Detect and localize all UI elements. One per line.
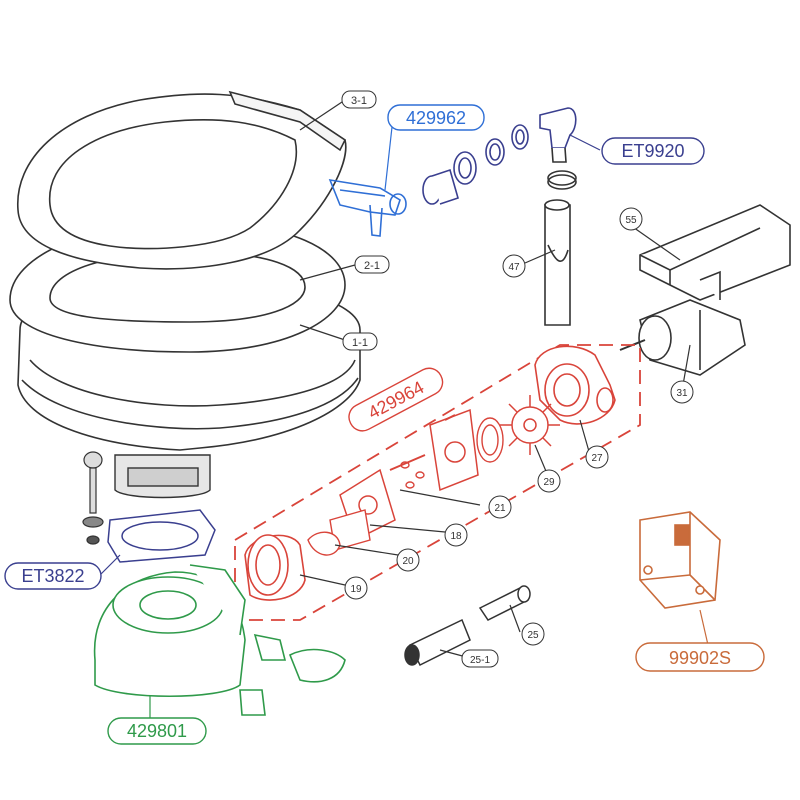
kit-label-text: 429801 [127, 721, 187, 741]
callout-label: 31 [676, 388, 688, 399]
callout-label: 27 [591, 453, 603, 464]
callout-31: 31 [670, 380, 694, 404]
callout-21: 21 [488, 495, 512, 519]
switch-kit-part [639, 511, 721, 609]
kit-label-429962: 429962 [387, 104, 485, 131]
toilet-bowl-assembly [9, 90, 361, 451]
callout-label: 47 [508, 262, 520, 273]
fitting-25-part [478, 585, 531, 621]
callout-label: 2-1 [364, 260, 380, 272]
callout-label: 55 [625, 215, 637, 226]
callout-label: 19 [350, 584, 362, 595]
callout-55: 55 [619, 207, 643, 231]
callout-label: 3-1 [351, 95, 367, 107]
callout-label: 29 [543, 477, 555, 488]
callout-29: 29 [537, 469, 561, 493]
pump-plate-part [339, 408, 479, 542]
kit-label-text: ET3822 [21, 566, 84, 586]
pump-housing-27-part [534, 345, 616, 425]
fitting-25-1-part [404, 618, 471, 667]
kit-label-text: 99902S [669, 648, 731, 668]
callout-25: 25 [521, 622, 545, 646]
kit-label-99902s: 99902S [635, 642, 765, 672]
kit-label-text: 429962 [406, 108, 466, 128]
base-kit-part [93, 564, 346, 716]
bolt-stack [82, 451, 104, 545]
callout-20: 20 [396, 548, 420, 572]
callout-label: 1-1 [352, 337, 368, 349]
callout-label: 21 [494, 503, 506, 514]
callout-label: 18 [450, 531, 462, 542]
valve-disk-parts [307, 414, 456, 556]
callout-label: 20 [402, 556, 414, 567]
callout-25-1: 25-1 [461, 649, 499, 668]
callout-3-1: 3-1 [341, 90, 377, 109]
hinge-kit-part [328, 178, 407, 237]
callout-label: 25 [527, 630, 539, 641]
hose-47-part [544, 199, 571, 326]
callout-18: 18 [444, 523, 468, 547]
kit-label-text: ET9920 [621, 141, 684, 161]
leader-lines [99, 99, 709, 728]
callout-2-1: 2-1 [354, 255, 390, 274]
callout-1-1: 1-1 [342, 332, 378, 351]
elbow-kit-parts [422, 107, 577, 205]
callout-47: 47 [502, 254, 526, 278]
callout-27: 27 [585, 445, 609, 469]
callout-19: 19 [344, 576, 368, 600]
callout-label: 25-1 [470, 655, 490, 666]
kit-label-429801: 429801 [107, 717, 207, 745]
mount-kit-part [107, 509, 216, 563]
impeller-29-part [500, 395, 560, 455]
kit-label-et3822: ET3822 [4, 562, 102, 590]
motor-cover-part [639, 204, 791, 301]
pump-body-19-part [244, 534, 306, 601]
hose-clamp [547, 170, 577, 190]
gasket-part [476, 417, 504, 463]
bowl-outlet [114, 454, 211, 499]
kit-label-et9920: ET9920 [601, 137, 705, 165]
motor-part [619, 299, 746, 376]
